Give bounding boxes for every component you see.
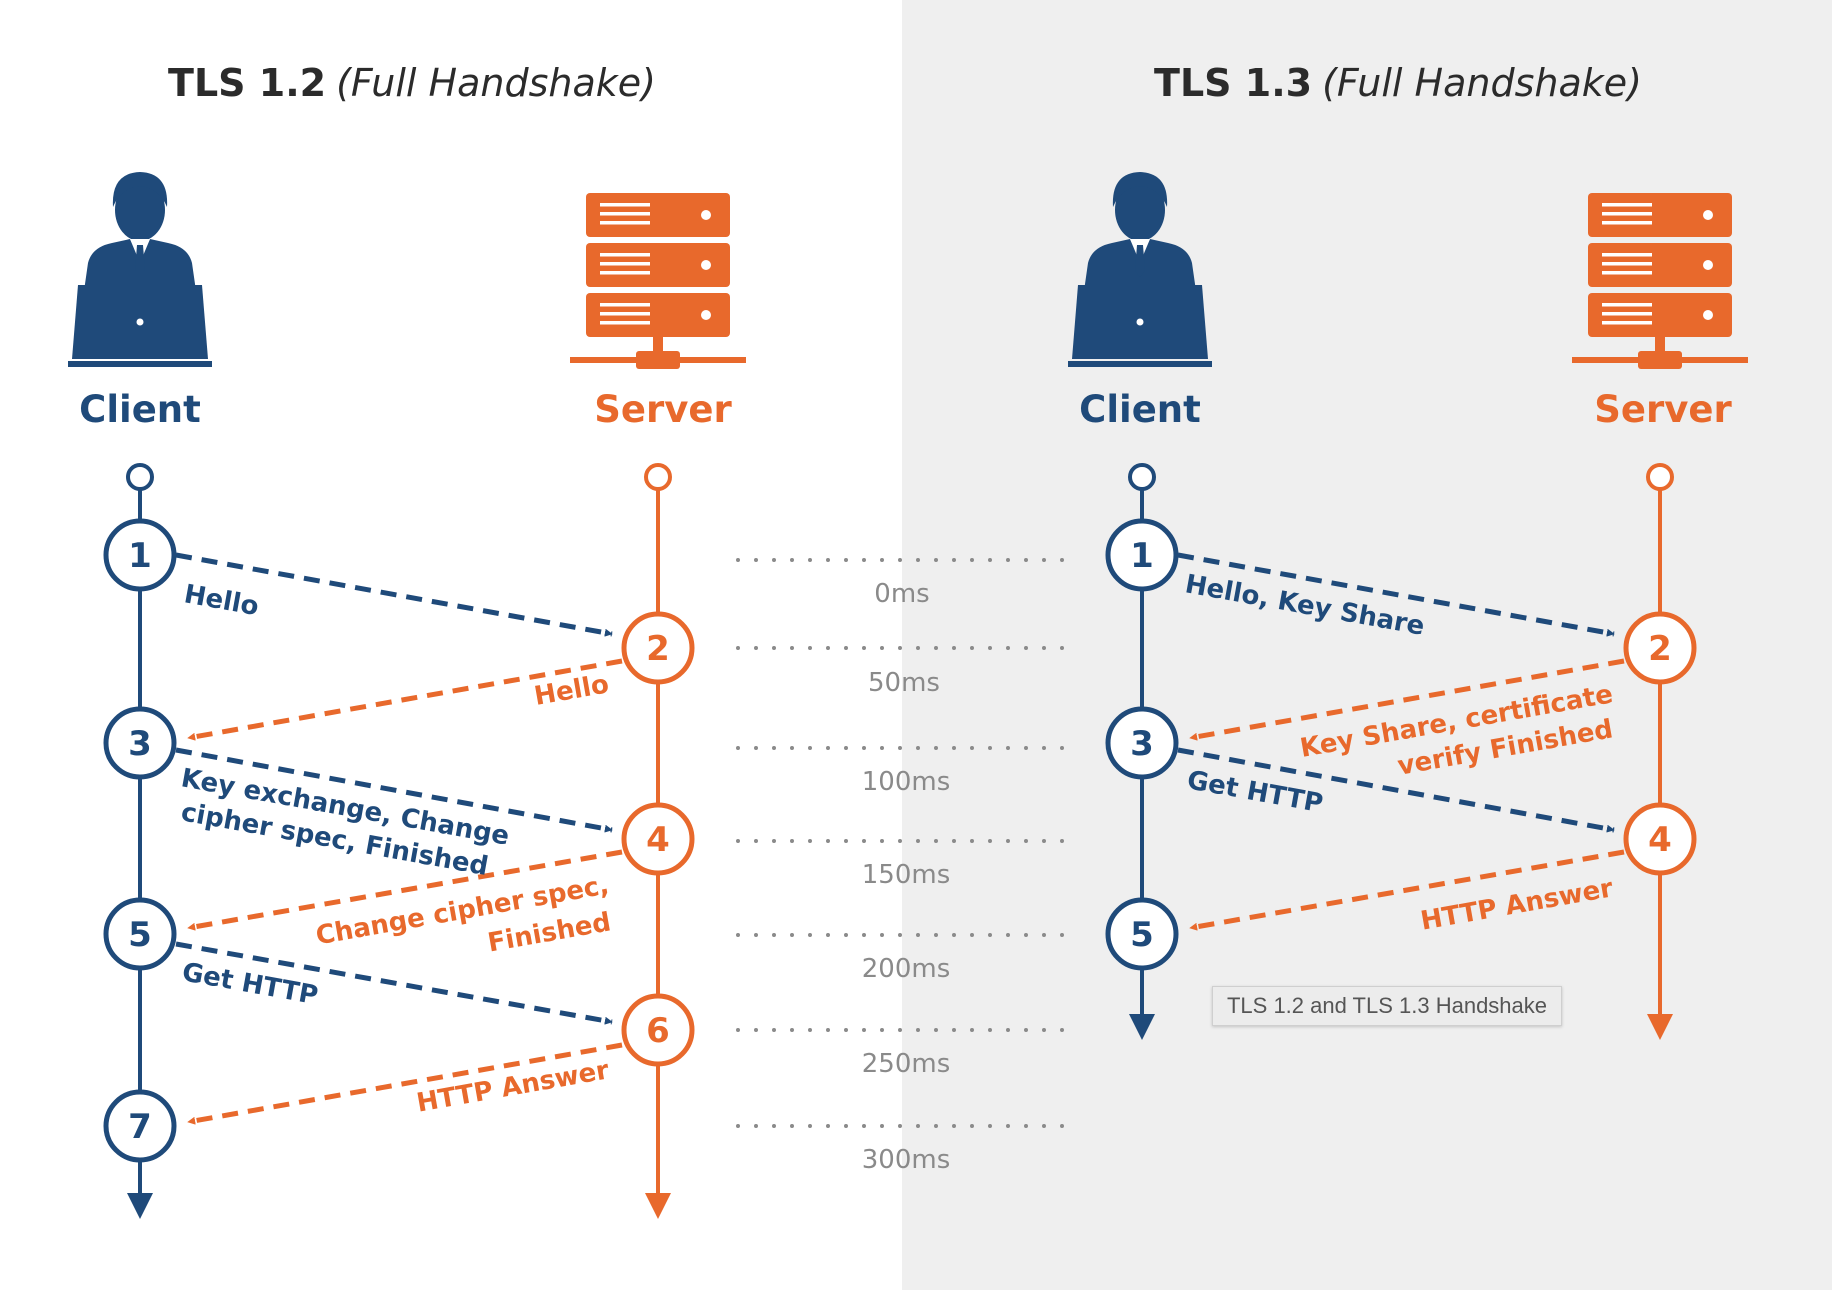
- svg-text:4: 4: [1648, 820, 1672, 860]
- svg-text:3: 3: [1130, 724, 1154, 764]
- timeline-dotted-rows: [736, 558, 1072, 1128]
- tls12-msg-1: Hello: [182, 579, 261, 622]
- tls13-step-4: 4: [1623, 802, 1697, 876]
- tls12-step-2: 2: [621, 611, 695, 685]
- tls13-arrow-2: [1189, 658, 1625, 741]
- tls12-step-3: 3: [103, 706, 177, 780]
- tls12-server-label: Server: [594, 388, 732, 431]
- tls13-arrow-1: [1177, 552, 1615, 637]
- tls12-step-1: 1: [103, 518, 177, 592]
- tls12-step-5: 5: [103, 897, 177, 971]
- tls12-step-6: 6: [621, 993, 695, 1067]
- tls13-arrow-3: [1177, 747, 1615, 833]
- svg-text:2: 2: [646, 629, 670, 669]
- tls13-server-label: Server: [1594, 388, 1732, 431]
- tls13-server-lifeline: [1646, 463, 1674, 1040]
- time-label: 0ms: [874, 579, 929, 609]
- tls13-step-2: 2: [1623, 611, 1697, 685]
- tls13-step-1: 1: [1105, 518, 1179, 592]
- svg-text:7: 7: [128, 1107, 152, 1147]
- tls13-step-5: 5: [1105, 897, 1179, 971]
- svg-text:1: 1: [128, 536, 152, 576]
- svg-text:5: 5: [128, 915, 152, 955]
- tls12-msg-5: Get HTTP: [180, 957, 320, 1011]
- time-label: 200ms: [862, 954, 951, 984]
- time-label: 250ms: [862, 1049, 951, 1079]
- tls13-steps: 1 2 3 4 5: [1105, 518, 1697, 971]
- tls13-title: TLS 1.3(Full Handshake): [1154, 61, 1642, 105]
- svg-text:6: 6: [646, 1011, 670, 1051]
- time-label: 50ms: [868, 668, 940, 698]
- svg-text:1: 1: [1130, 536, 1154, 576]
- tls12-client-lifeline: [126, 463, 154, 1219]
- tls12-arrow-4: [187, 849, 623, 931]
- time-label: 300ms: [862, 1145, 951, 1175]
- tls12-title: TLS 1.2(Full Handshake): [168, 61, 656, 105]
- time-label: 100ms: [862, 767, 951, 797]
- tls12-step-4: 4: [621, 802, 695, 876]
- tls12-arrow-5: [175, 941, 613, 1025]
- diagram-caption-tooltip: TLS 1.2 and TLS 1.3 Handshake: [1212, 986, 1562, 1026]
- svg-text:5: 5: [1130, 915, 1154, 955]
- svg-text:2: 2: [1648, 629, 1672, 669]
- tls12-arrow-1: [175, 552, 613, 637]
- tls12-arrow-6: [187, 1042, 623, 1125]
- tls12-step-7: 7: [103, 1089, 177, 1163]
- svg-text:3: 3: [128, 724, 152, 764]
- tls13-step-3: 3: [1105, 706, 1179, 780]
- tls12-client-label: Client: [79, 388, 201, 431]
- tls13-client-label: Client: [1079, 388, 1201, 431]
- time-label: 150ms: [862, 860, 951, 890]
- svg-text:4: 4: [646, 820, 670, 860]
- tls12-steps: 1 2 3 4 5 6 7: [103, 518, 695, 1163]
- tls12-arrow-2: [187, 658, 623, 741]
- user-laptop-icon: [68, 172, 212, 367]
- server-rack-icon: [570, 193, 746, 369]
- tls13-arrow-4: [1189, 849, 1625, 931]
- tls12-arrow-3: [175, 747, 613, 833]
